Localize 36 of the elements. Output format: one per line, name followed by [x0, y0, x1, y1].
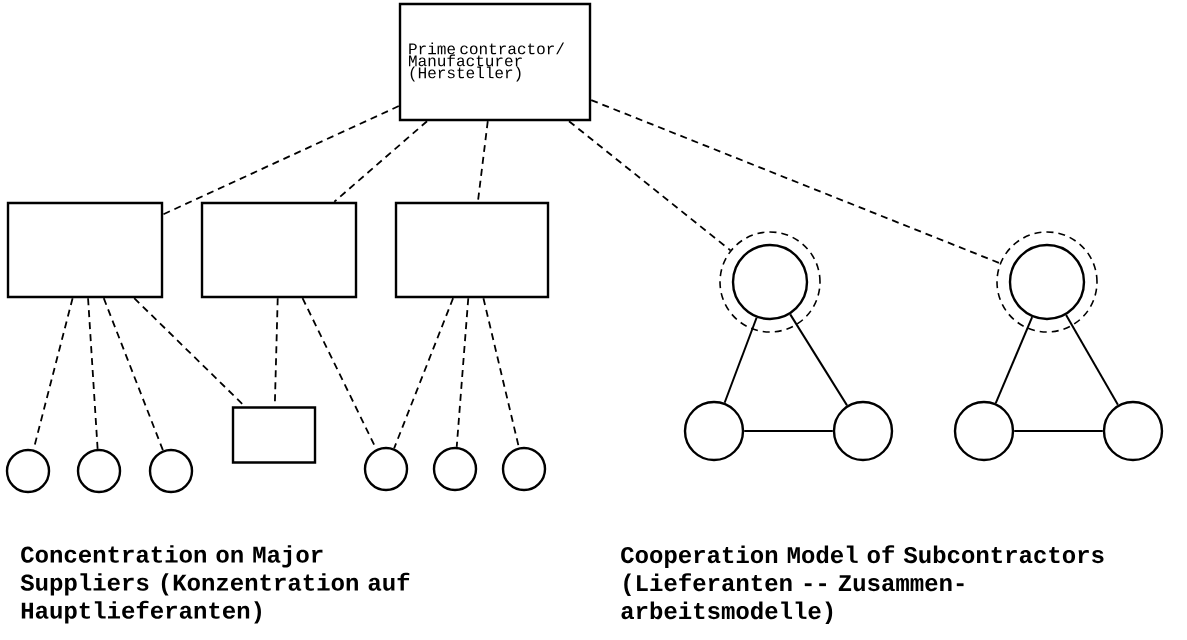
circle: [953, 400, 1015, 462]
dashed-line: [590, 99, 1001, 265]
circle: [148, 448, 194, 494]
dashed-line: [162, 105, 400, 216]
box: [394, 201, 550, 299]
box: [6, 201, 164, 299]
connector-line: [1013, 430, 1104, 432]
dashed-line: [455, 297, 470, 448]
caption: Concentration on Major Suppliers (Konzentration auf Hauptlieferanten): [20, 545, 410, 624]
contractor-box: Prime contractor/ Manufacturer (Hersteller): [398, 2, 592, 122]
circle: [363, 446, 409, 492]
dashed-line: [333, 120, 428, 203]
connector-line: [994, 316, 1034, 405]
dashed-ring: [719, 231, 821, 333]
connector-line: [743, 430, 834, 432]
circle: [683, 400, 745, 462]
circle: [432, 446, 478, 492]
caption: Cooperation Model of Subcontractors (Lieferanten -- Zusammen- arbeitsmodelle): [621, 545, 1104, 624]
box: [231, 406, 317, 464]
dashed-line: [87, 297, 99, 450]
dashed-line: [477, 120, 489, 203]
connector-line: [789, 313, 848, 407]
circle: [832, 400, 894, 462]
circle: [501, 446, 547, 492]
connector-line: [1065, 314, 1119, 406]
circle: [76, 448, 122, 494]
connector-line: [723, 316, 758, 404]
dashed-line: [568, 120, 732, 252]
circle: [731, 243, 809, 321]
dashed-line: [102, 297, 164, 452]
dashed-ring: [996, 231, 1098, 333]
circle: [1008, 243, 1086, 321]
box: [200, 201, 358, 299]
circle: [5, 448, 51, 494]
dashed-line: [393, 297, 454, 450]
circle: [1102, 400, 1164, 462]
